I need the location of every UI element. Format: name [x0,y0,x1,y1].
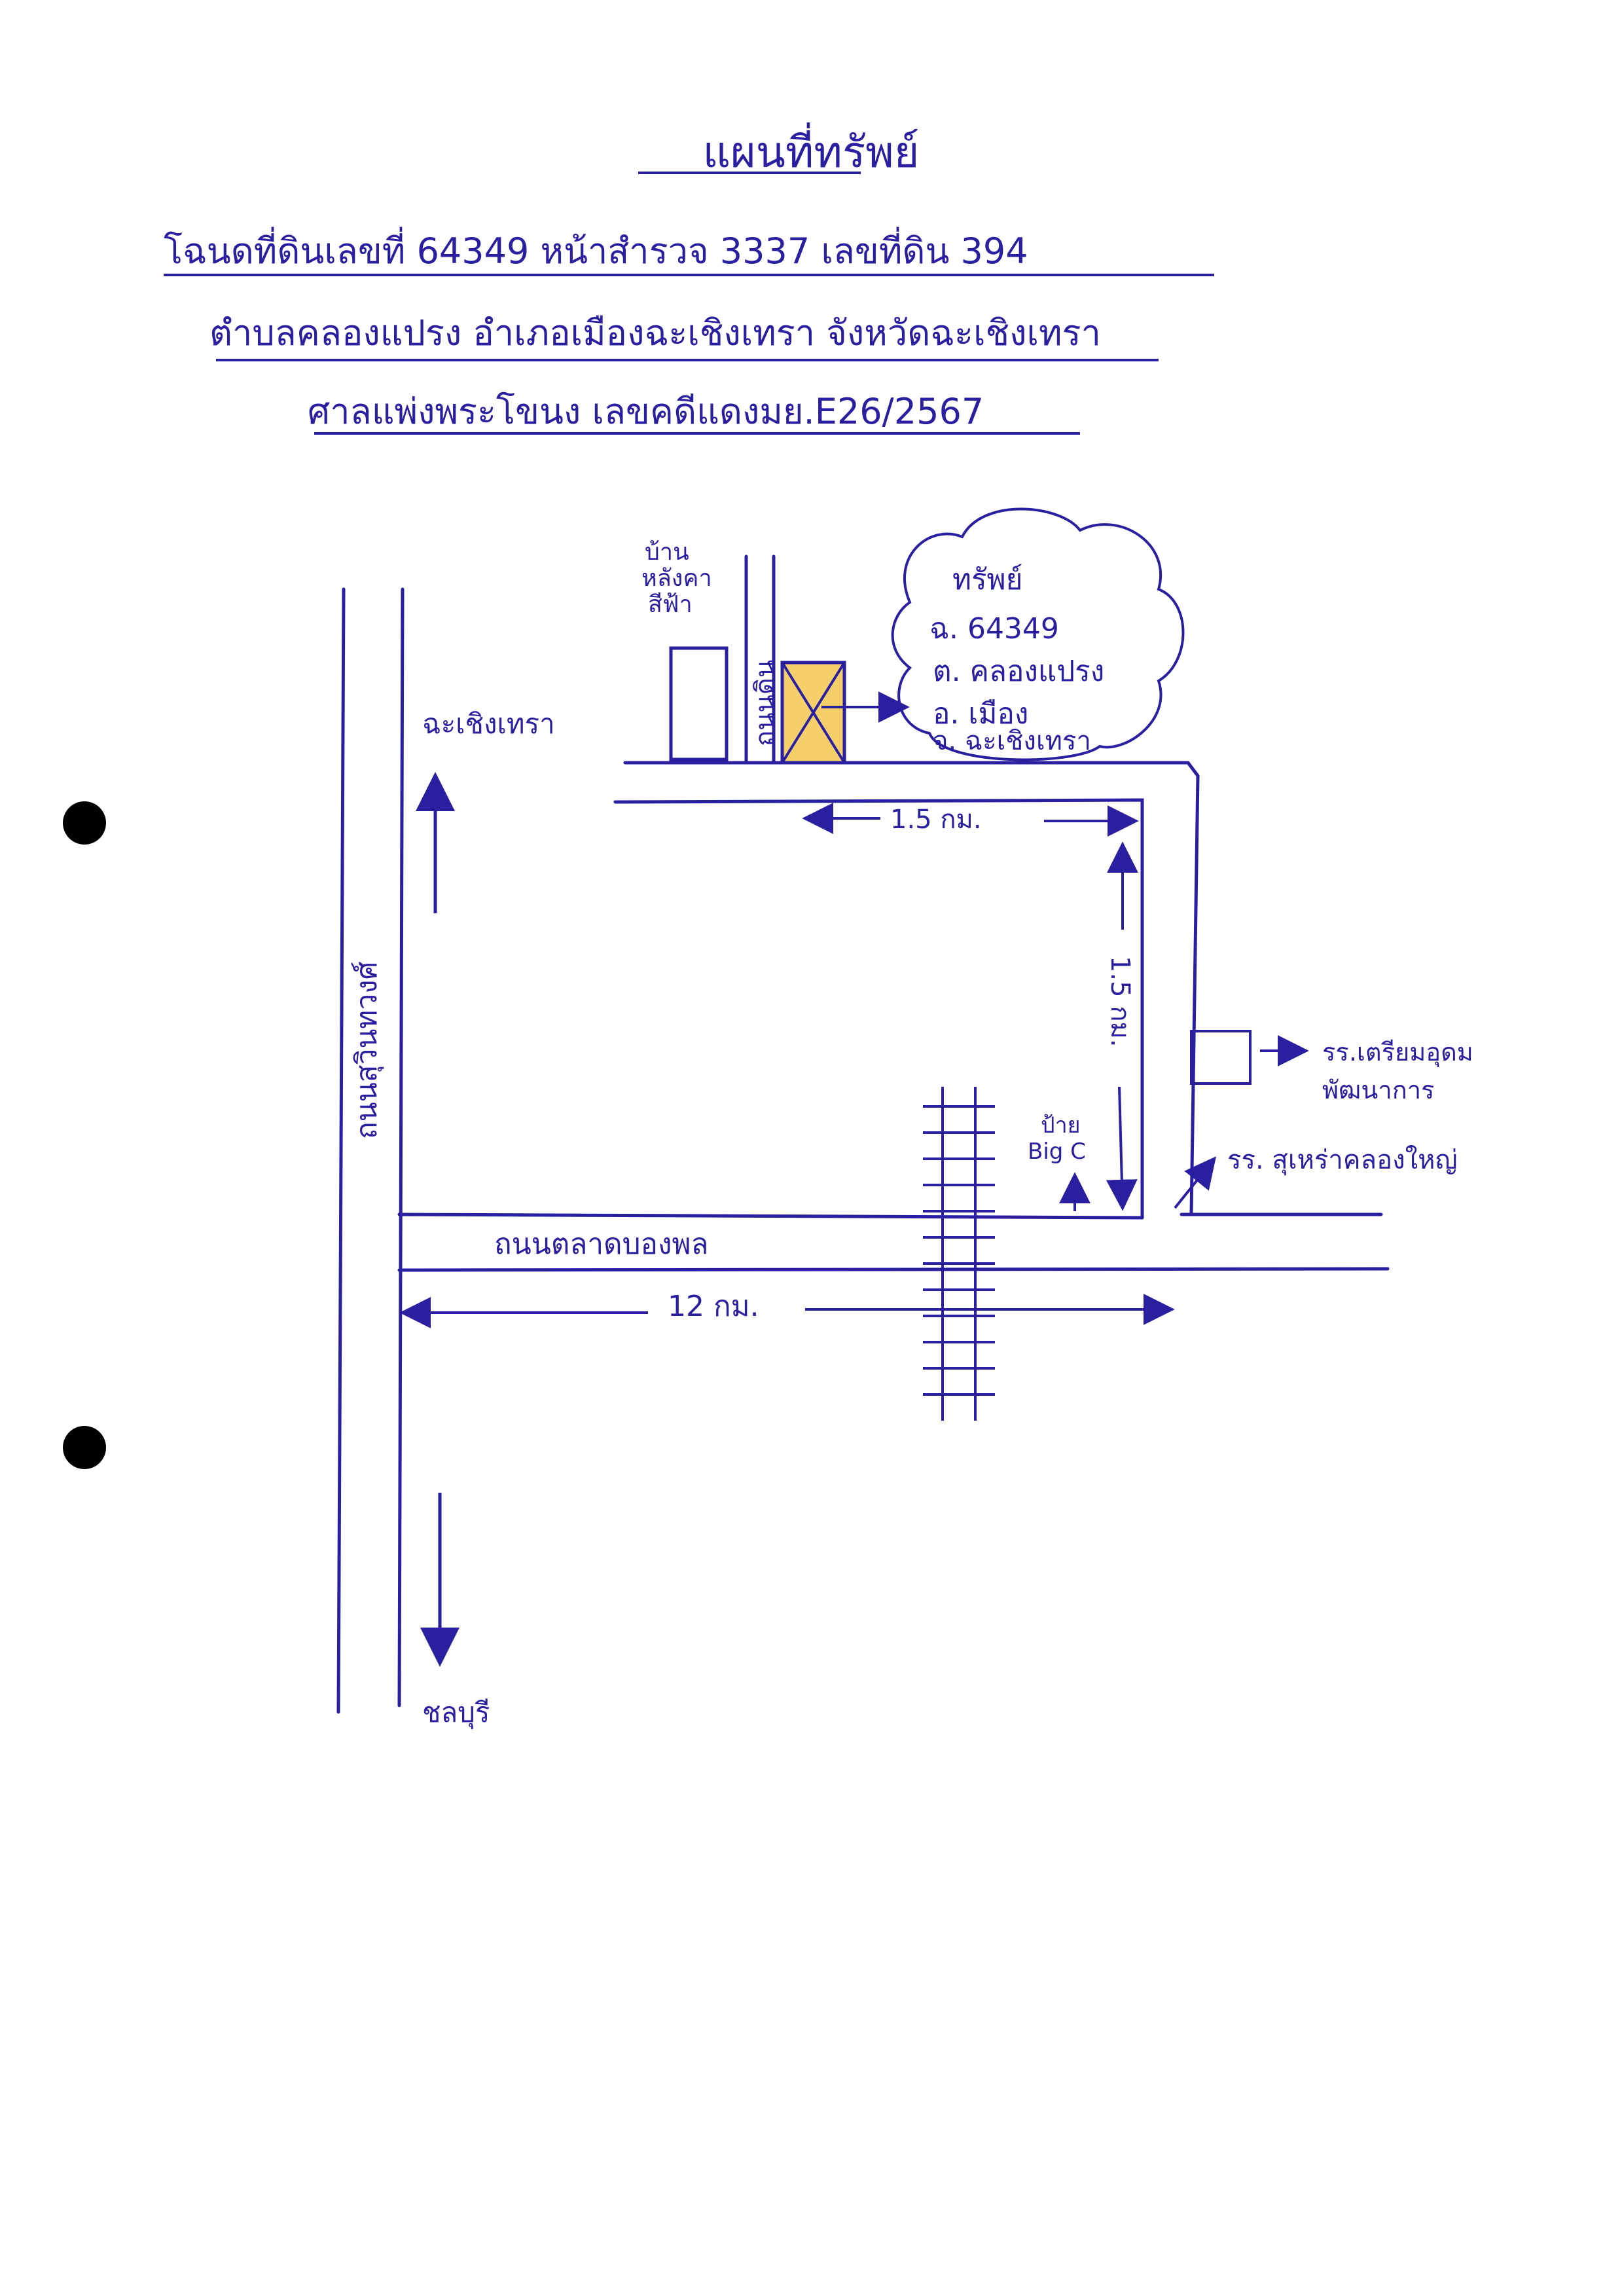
title-underline [638,172,861,174]
bigc-label-2: Big C [1028,1139,1086,1165]
distance-top-label: 1.5 กม. [890,805,982,835]
court-case-underline [314,432,1080,435]
map-title: แผนที่ทรัพย์ [702,127,920,177]
property-amphoe: อ. เมือง [933,697,1028,731]
deed-info-line: โฉนดที่ดินเลขที่ 64349 หน้าสำรวจ 3337 เล… [164,230,1028,272]
soi-inner [613,798,1144,1220]
school1-label-2: พัฒนาการ [1322,1076,1434,1104]
soi-outer [623,761,1200,1216]
property-deed-no: ฉ. 64349 [929,612,1059,646]
school1-label-1: รร.เตรียมอุดม [1322,1038,1473,1067]
property-cloud [891,507,1185,761]
punch-hole [63,1426,106,1469]
north-direction-label: ฉะเชิงเทรา [422,708,555,740]
landmark-top-label-2: หลังคา [641,565,712,592]
landmark-top-label-3: สีฟ้า [648,591,693,618]
distance-right-arrow [1106,1086,1138,1211]
distance-right-label: 1.5 กม. [1105,956,1135,1048]
road-top-edge [397,1212,1144,1220]
punch-hole [63,801,106,845]
school2-arrow [1174,1156,1216,1209]
main-road-horizontal-label: ถนนตลาดบองพล [494,1228,708,1261]
south-direction-label: ชลบุรี [422,1696,490,1730]
location-info-underline [216,359,1159,361]
school1-building [1190,1030,1252,1085]
distance-bottom-label: 12 กม. [668,1290,759,1323]
location-info-line: ตำบลคลองแปรง อำเภอเมืองฉะเชิงเทรา จังหวั… [209,312,1101,354]
landmark-top-label-1: บ้าน [645,539,689,566]
railway-track [923,1087,995,1421]
dirt-road-label: ถนนดิน [750,660,780,746]
property-tambon: ต. คลองแปรง [933,655,1104,688]
property-changwat: จ. ฉะเชิงเทรา [933,726,1091,756]
court-case-line: ศาลแพ่งพระโขนง เลขคดีแดงมย.E26/2567 [308,391,984,432]
property-cross [781,661,846,764]
school2-label: รร. สุเหร่าคลองใหญ่ [1227,1144,1458,1176]
road-edge-right [397,587,405,1707]
main-road-vertical-label: ถนนสุวินทวงศ์ [350,961,384,1139]
bigc-label-1: ป้าย [1041,1112,1081,1139]
road-bottom-edge [397,1267,1390,1272]
property-heading: ทรัพย์ [952,563,1022,596]
deed-info-underline [164,274,1214,276]
blue-roof-house [669,646,729,761]
road-edge-left [336,587,346,1714]
